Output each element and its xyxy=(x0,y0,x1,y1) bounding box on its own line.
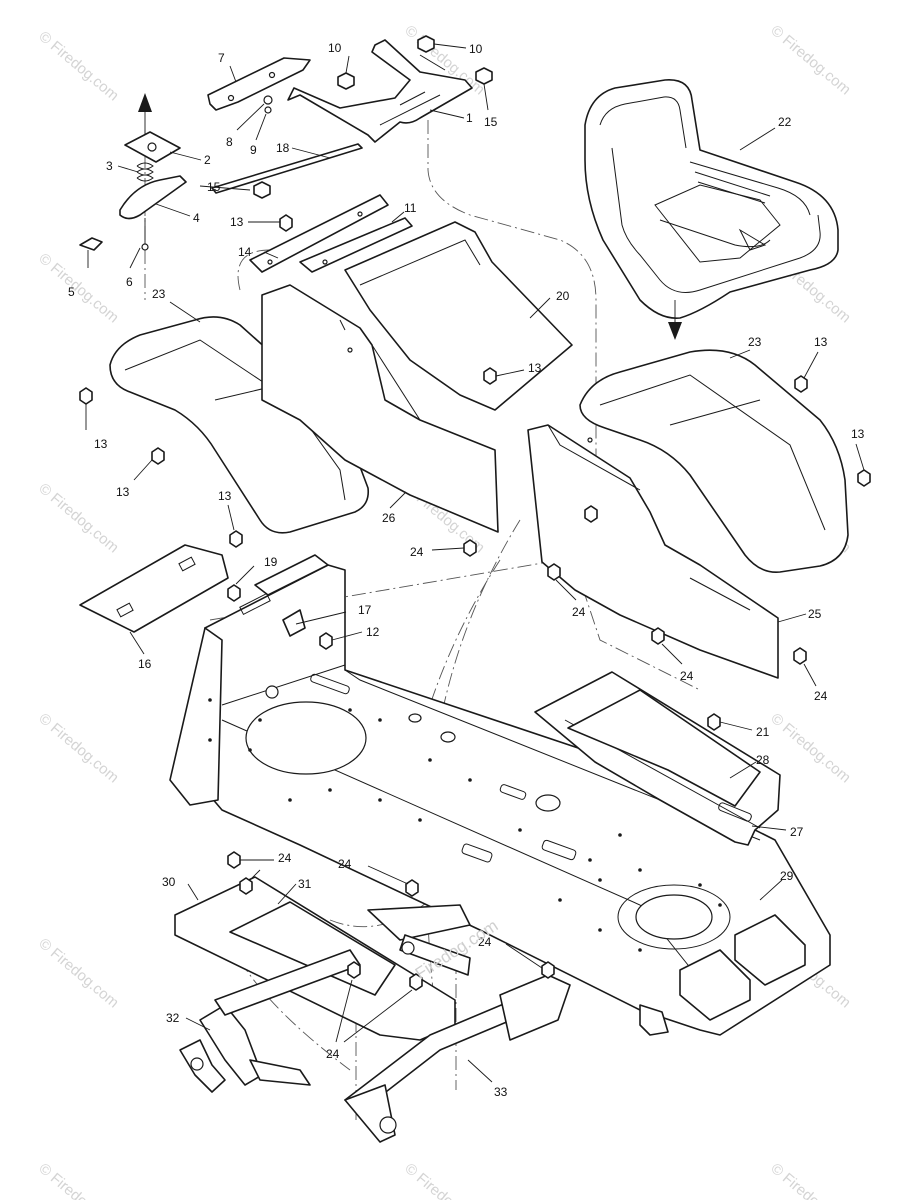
watermark-text: © Firedog.com xyxy=(767,1160,853,1200)
callout-12: 12 xyxy=(366,625,380,639)
bolt-part-6 xyxy=(141,218,149,251)
arrow-up xyxy=(138,93,152,138)
callout-16: 16 xyxy=(138,657,152,671)
callout-24: 24 xyxy=(410,545,424,559)
watermark-text: © Firedog.com xyxy=(35,1160,121,1200)
callout-13: 13 xyxy=(230,215,244,229)
callout-11: 11 xyxy=(404,201,417,215)
callout-14: 14 xyxy=(238,245,252,259)
floor-pan-part-20 xyxy=(344,221,573,411)
seat-pan-part-1 xyxy=(287,39,473,143)
seat-plate-part-2 xyxy=(124,131,181,163)
callout-8: 8 xyxy=(226,135,233,149)
callout-32: 32 xyxy=(166,1011,180,1025)
callout-24: 24 xyxy=(680,669,694,683)
fender-panel-part-25 xyxy=(527,424,779,679)
linkage-part-32 xyxy=(179,949,361,1093)
callout-17: 17 xyxy=(358,603,372,617)
callout-25: 25 xyxy=(808,607,822,621)
callout-24: 24 xyxy=(572,605,586,619)
callout-15: 15 xyxy=(207,180,221,194)
watermark-text: © Firedog.com xyxy=(401,1160,487,1200)
bracket-part-14 xyxy=(249,194,389,273)
nut-part-8-9 xyxy=(263,95,273,114)
cover-part-28 xyxy=(567,689,761,807)
callout-3: 3 xyxy=(106,159,113,173)
callout-20: 20 xyxy=(556,289,570,303)
callout-4: 4 xyxy=(193,211,200,225)
callout-13: 13 xyxy=(218,489,232,503)
callout-13: 13 xyxy=(94,437,108,451)
fasteners xyxy=(79,214,871,991)
nut-part-15 xyxy=(253,67,493,199)
clip-part-5 xyxy=(79,237,103,251)
spring-part-3 xyxy=(136,162,154,182)
callout-6: 6 xyxy=(126,275,133,289)
callout-5: 5 xyxy=(68,285,75,299)
frame-part-29 xyxy=(169,554,831,1036)
bracket-part-7 xyxy=(207,57,311,111)
callout-23: 23 xyxy=(748,335,762,349)
callout-19: 19 xyxy=(264,555,278,569)
callout-30: 30 xyxy=(162,875,176,889)
leader-lines xyxy=(85,43,865,1083)
callout-13: 13 xyxy=(851,427,865,441)
callout-9: 9 xyxy=(250,143,257,157)
watermark-text: © Firedog.com xyxy=(35,250,121,326)
fender-panel-part-26 xyxy=(261,284,499,533)
callout-labels: 1 2 3 4 5 6 7 8 9 10 10 11 12 13 13 13 1… xyxy=(68,41,865,1099)
callout-24: 24 xyxy=(278,851,292,865)
callout-26: 26 xyxy=(382,511,396,525)
callout-24: 24 xyxy=(478,935,492,949)
callout-10: 10 xyxy=(469,42,483,56)
callout-13: 13 xyxy=(116,485,130,499)
panel-part-16 xyxy=(79,544,229,633)
watermark-text: © Firedog.com xyxy=(35,710,121,786)
callout-15: 15 xyxy=(484,115,498,129)
callout-29: 29 xyxy=(780,869,794,883)
callout-1: 1 xyxy=(466,111,473,125)
callout-24: 24 xyxy=(814,689,828,703)
callout-21: 21 xyxy=(756,725,770,739)
watermark-text: © Firedog.com xyxy=(767,22,853,98)
watermark-text: © Firedog.com xyxy=(35,480,121,556)
callout-23: 23 xyxy=(152,287,166,301)
callout-24: 24 xyxy=(326,1047,340,1061)
seat-part-22 xyxy=(584,79,839,319)
callout-27: 27 xyxy=(790,825,804,839)
callout-13: 13 xyxy=(528,361,542,375)
spring-guide-part-4 xyxy=(119,175,187,220)
arrow-down xyxy=(668,300,682,340)
linkage-part-33 xyxy=(344,904,571,1143)
callout-13: 13 xyxy=(814,335,828,349)
callout-22: 22 xyxy=(778,115,792,129)
callout-24: 24 xyxy=(338,857,352,871)
right-fender-part-23 xyxy=(579,349,849,573)
callout-10: 10 xyxy=(328,41,342,55)
watermark-text: © Firedog.com xyxy=(35,28,121,104)
callout-18: 18 xyxy=(276,141,290,155)
callout-7: 7 xyxy=(218,51,225,65)
callout-31: 31 xyxy=(298,877,312,891)
bracket-part-11 xyxy=(299,217,413,273)
callout-33: 33 xyxy=(494,1085,508,1099)
callout-28: 28 xyxy=(756,753,770,767)
callout-2: 2 xyxy=(204,153,211,167)
watermark-text: © Firedog.com xyxy=(35,935,121,1011)
